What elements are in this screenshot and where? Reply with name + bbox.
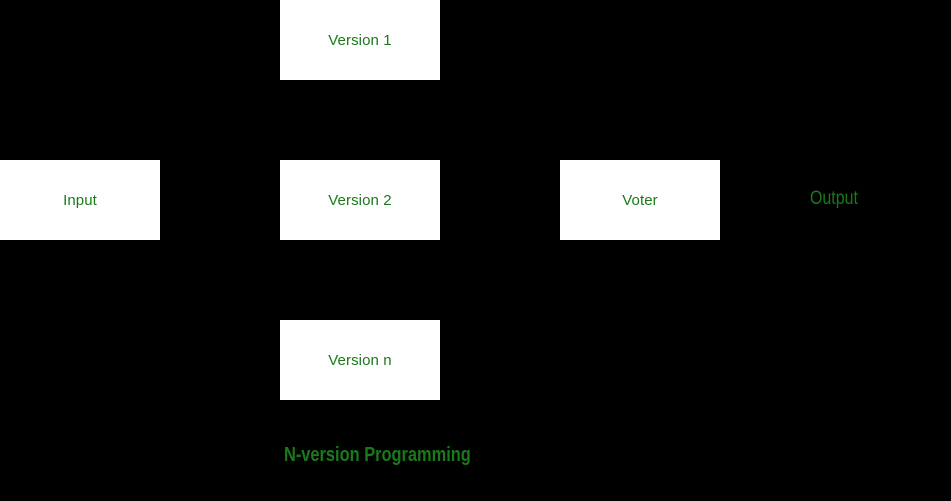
node-version2-label: Version 2 bbox=[328, 191, 392, 209]
label-output: Output bbox=[810, 188, 858, 209]
edge-versionn-to-voter bbox=[440, 195, 560, 361]
node-voter[interactable]: Voter bbox=[560, 160, 720, 240]
diagram-caption: N-version Programming bbox=[284, 444, 471, 466]
node-versionn-label: Version n bbox=[328, 351, 392, 369]
node-input[interactable]: Input bbox=[0, 160, 160, 240]
node-voter-label: Voter bbox=[622, 191, 658, 209]
node-version1-label: Version 1 bbox=[328, 31, 392, 49]
edge-input-to-versionn bbox=[160, 199, 280, 365]
edge-input-to-version1 bbox=[160, 35, 280, 201]
edge-version1-to-voter bbox=[440, 39, 560, 205]
node-versionn[interactable]: Version n bbox=[280, 320, 440, 400]
node-version1[interactable]: Version 1 bbox=[280, 0, 440, 80]
node-input-label: Input bbox=[63, 191, 97, 209]
node-version2[interactable]: Version 2 bbox=[280, 160, 440, 240]
